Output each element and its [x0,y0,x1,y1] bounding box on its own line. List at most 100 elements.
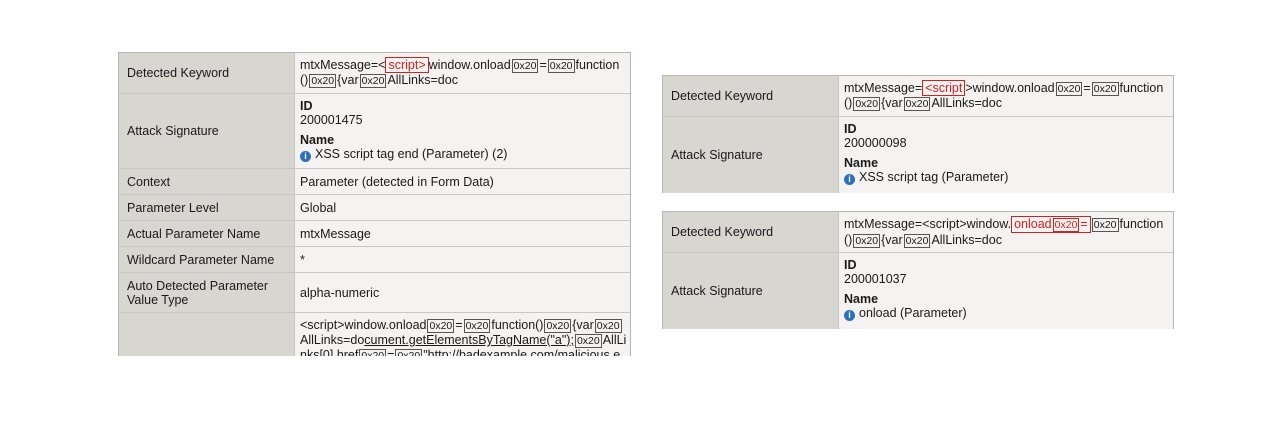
signature-id: 200000098 [844,136,907,150]
highlight-text: = [1080,217,1088,231]
keyword-text: {var [881,233,903,247]
hex-token: 0x20 [309,74,337,88]
attack-signature-row: Attack Signature ID 200000098 Name i XSS … [663,117,1173,193]
row-label: Detected Keyword [663,76,839,116]
auto-detected-type-value: alpha-numeric [300,285,380,300]
signature-id: 200001037 [844,272,907,286]
hex-token: 0x20 [903,97,931,111]
hex-token: 0x20 [359,74,387,88]
value-text: <script>window.onload [300,318,427,332]
info-icon[interactable]: i [844,174,855,185]
keyword-text: () [844,233,853,247]
hex-token: 0x20 [903,234,931,248]
actual-parameter-name-row: Actual Parameter Name mtxMessage [119,221,630,247]
value-text: = [455,318,463,332]
signature-id: 200001475 [300,113,363,127]
signature-name-text: onload (Parameter) [859,306,967,320]
keyword-text: function [575,58,620,72]
attack-signature-value: ID 200001037 Name i onload (Parameter) [839,253,1173,329]
hex-token: 0x20 [1052,218,1080,232]
row-label: Wildcard Parameter Name [119,247,295,272]
signature-id-label: ID [844,122,857,136]
row-label: Parameter Level [119,195,295,220]
signature-name: i XSS script tag end (Parameter) (2) [300,147,625,162]
row-label: Attack Signature [663,253,839,329]
value-text: = [387,348,395,356]
auto-detected-type-row: Auto Detected Parameter Value Type alpha… [119,273,630,313]
hex-token: 0x20 [547,59,575,73]
hex-token: 0x20 [544,319,572,333]
keyword-text: () [300,73,309,87]
hex-token: 0x20 [1091,218,1119,232]
keyword-text: = [539,58,547,72]
row-label: Actual Parameter Name [119,221,295,246]
hex-token: 0x20 [853,97,881,111]
wildcard-parameter-name-value: * [300,252,305,267]
context-row: Context Parameter (detected in Form Data… [119,169,630,195]
signature-id-label: ID [844,258,857,272]
keyword-text: = [1083,81,1091,95]
row-label: Context [119,169,295,194]
detected-keyword-row: Detected Keyword mtxMessage=<script>wind… [663,76,1173,117]
wildcard-parameter-name-row: Wildcard Parameter Name * [119,247,630,273]
attack-signature-value: ID 200000098 Name i XSS script tag (Param… [839,117,1173,193]
parameter-level-value: Global [300,200,337,215]
right-top-event-panel: Detected Keyword mtxMessage=<script>wind… [662,75,1174,193]
keyword-text: AllLinks=doc [931,96,1002,110]
value-text: function() [491,318,544,332]
keyword-text: mtxMessage=< [300,58,386,72]
hex-token: 0x20 [594,319,622,333]
row-label: Attack Signature [119,94,295,168]
row-label: Attack Signature [663,117,839,193]
value-text: AllLinks=do [300,333,365,347]
keyword-highlight: script> [385,57,429,73]
keyword-text: () [844,96,853,110]
keyword-text: >window.onload [965,81,1055,95]
actual-parameter-name-value: mtxMessage [300,226,371,241]
hex-token: 0x20 [463,319,491,333]
value-text: cument.getElementsByTagName("a"); [364,333,574,347]
keyword-text: function [1119,217,1164,231]
hex-token: 0x20 [1055,82,1083,96]
parameter-value-row: Parameter Value <script>window.onload0x2… [119,313,630,356]
value-text: AllLi [602,333,627,347]
info-icon[interactable]: i [844,310,855,321]
hex-token: 0x20 [395,349,423,356]
right-bottom-event-panel: Detected Keyword mtxMessage=<script>wind… [662,211,1174,329]
row-label: Parameter Value [119,313,295,356]
hex-token: 0x20 [1091,82,1119,96]
keyword-text: AllLinks=doc [931,233,1002,247]
keyword-highlight: <script [922,80,966,96]
keyword-text: window.onload [428,58,511,72]
keyword-text: function [1119,81,1164,95]
signature-name: i XSS script tag (Parameter) [844,170,1168,185]
signature-name-label: Name [844,156,879,170]
hex-token: 0x20 [359,349,387,356]
keyword-text: {var [881,96,903,110]
hex-token: 0x20 [853,234,881,248]
row-label: Detected Keyword [663,212,839,252]
signature-name-label: Name [844,292,879,306]
keyword-text: {var [337,73,359,87]
keyword-text: AllLinks=doc [387,73,458,87]
signature-name-text: XSS script tag end (Parameter) (2) [315,147,508,161]
signature-name-text: XSS script tag (Parameter) [859,170,1009,184]
row-label: Auto Detected Parameter Value Type [119,273,295,312]
hex-token: 0x20 [427,319,455,333]
signature-name: i onload (Parameter) [844,306,1168,321]
hex-token: 0x20 [574,334,602,348]
info-icon[interactable]: i [300,151,311,162]
context-value: Parameter (detected in Form Data) [300,174,494,189]
detected-keyword-row: Detected Keyword mtxMessage=<script>wind… [119,53,630,94]
value-text: nks[0].href [300,348,359,356]
signature-id-label: ID [300,99,313,113]
value-text: {var [572,318,594,332]
highlight-text: onload [1014,217,1052,231]
